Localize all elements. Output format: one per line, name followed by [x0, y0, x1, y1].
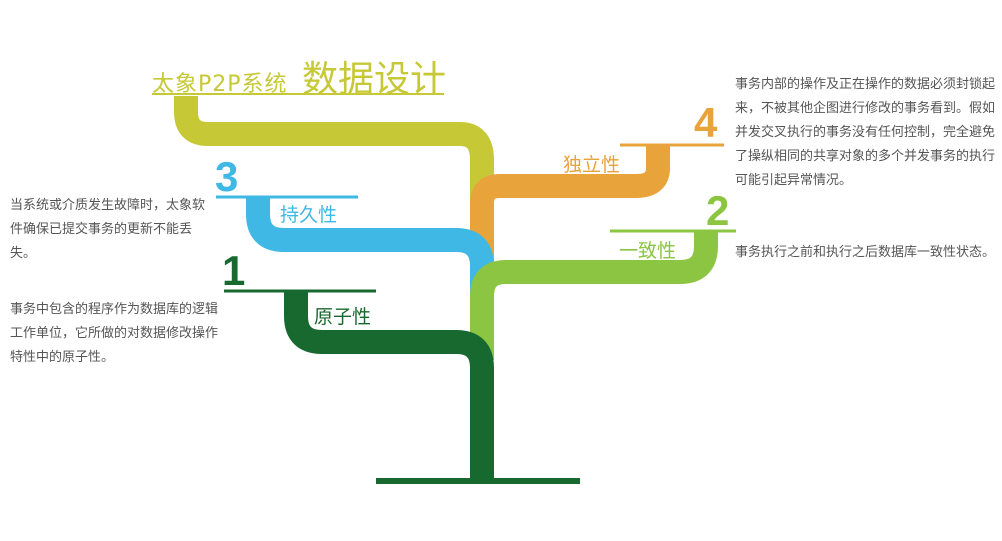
title-prefix: 太象P2P系统 [152, 72, 288, 97]
atomicity-label: 原子性 [314, 306, 372, 328]
isolation-description: 事务内部的操作及正在操作的数据必须封锁起来，不被其他企图进行修改的事务看到。假如… [735, 77, 996, 188]
consistency-number: 2 [706, 187, 730, 234]
atomicity-number: 1 [222, 247, 246, 294]
atomicity-description: 事务中包含的程序作为数据库的逻辑工作单位，它所做的对数据修改操作特性中的原子性。 [10, 302, 219, 365]
title-branch [174, 96, 494, 330]
durability-description: 当系统或介质发生故障时，太象软件确保已提交事务的更新不能丢失。 [10, 198, 206, 261]
consistency-description: 事务执行之前和执行之后数据库一致性状态。 [735, 245, 996, 260]
branch-durability [246, 198, 494, 360]
branch-consistency [470, 232, 718, 360]
branch-isolation [470, 146, 670, 330]
isolation-label: 独立性 [563, 154, 621, 176]
branch-atomicity [284, 292, 494, 478]
title-main: 数据设计 [302, 59, 447, 100]
consistency-label: 一致性 [619, 240, 677, 262]
durability-number: 3 [215, 153, 239, 200]
durability-label: 持久性 [280, 204, 338, 226]
isolation-number: 4 [694, 99, 718, 146]
ground-line [376, 478, 580, 484]
